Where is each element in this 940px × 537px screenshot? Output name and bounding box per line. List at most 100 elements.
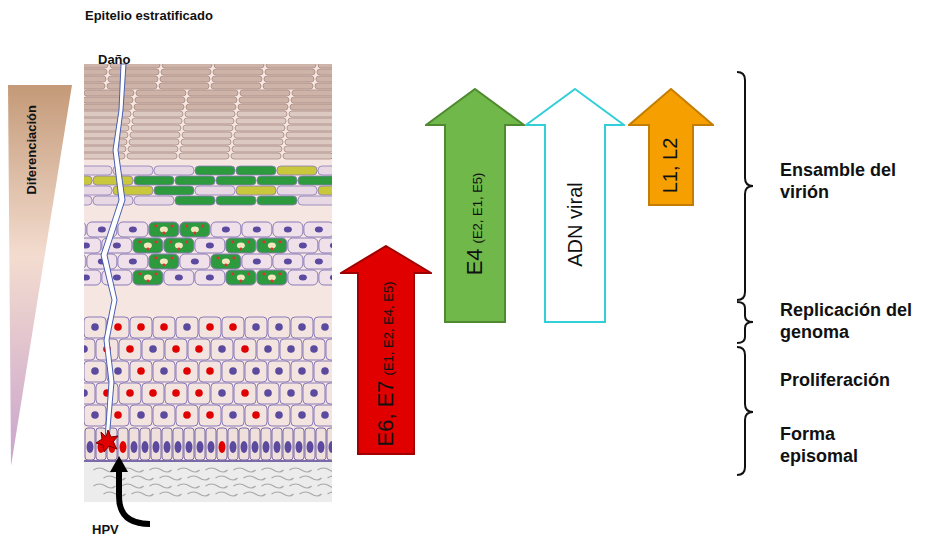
granular-cell [84,222,86,237]
nucleus [149,389,157,397]
spinous-cell [314,361,332,382]
spinous-cell [84,339,95,360]
keratin-cell [265,69,315,75]
dermis-fiber [300,492,322,496]
granular-cell [118,254,148,269]
nucleus [252,411,260,419]
nucleus [241,441,248,453]
spinous-cell [96,383,118,404]
dermis-fiber [300,476,322,480]
granular-cell [304,222,332,237]
basal-cell [305,428,315,460]
nucleus [264,345,272,353]
spinous-cell [176,405,198,426]
granular-cell [84,270,101,285]
keratin-cell [136,90,186,96]
nucleus [84,243,90,249]
spinous-cell [291,361,313,382]
spinous-cell [257,383,279,404]
infected-cell [164,238,194,253]
nucleus [310,345,318,353]
nucleus [206,323,214,331]
keratin-cell [237,111,287,117]
hpv-entry-arrow [119,470,150,524]
dermis-fiber [160,476,182,480]
nucleus [195,345,203,353]
nucleus [137,323,145,331]
arrow-outline [629,89,713,205]
keratin-cell [231,153,281,159]
keratin-cell [236,118,286,124]
process-arrow: L1, L2 [628,88,714,206]
basal-cell [250,428,260,460]
spinous-cell [222,361,244,382]
virion [185,241,188,244]
spinous-cell [314,317,332,338]
dermis-fiber [94,484,116,488]
keratin-cell [132,118,182,124]
basal-cell [162,428,172,460]
dermis-fiber [290,468,312,472]
nucleus [296,441,303,453]
keratin-cell [214,64,264,68]
keratin-cell [127,153,177,159]
spinous-cell [165,339,187,360]
nucleus [315,227,323,233]
dermis-fiber [178,484,200,488]
arrow-text: E6, E7(E1, E2, E4, E5) [373,282,399,447]
nucleus [87,441,94,453]
flattened-cell [236,166,276,175]
nucleus [126,389,134,397]
basal-cell [228,428,238,460]
nucleus [252,367,260,375]
nucleus [252,441,259,453]
nucleus [229,411,237,419]
dermis-fiber [188,476,210,480]
spinous-cell [84,361,106,382]
hpv-label: HPV [92,522,119,537]
nucleus [330,243,332,249]
keratin-cell [84,97,133,103]
stage-label: Replicación del genoma [780,300,935,343]
spinous-cell [280,339,302,360]
infection-site [96,430,118,452]
dermis-fiber [328,476,333,480]
bracket [737,347,753,475]
nucleus [137,411,145,419]
virion [231,273,234,276]
process-arrow: ADN viral [525,88,625,323]
stage-label: Ensamble del virión [780,160,910,203]
stage-label: Forma episomal [780,424,885,467]
keratin-cell [318,64,332,68]
flattened-cell [134,176,174,185]
spinous-cell [176,317,198,338]
flattened-cell [93,196,133,205]
keratin-cell [134,104,184,110]
dermis-fiber [318,484,333,488]
nucleus [91,367,99,375]
granular-cell [84,238,101,253]
flattened-cell [236,186,276,195]
virion [170,225,173,228]
spinous-cell [280,383,302,404]
epithelium [84,64,332,502]
nucleus [129,227,137,233]
nucleus [275,367,283,375]
nucleus [142,441,149,453]
infected-cell [133,270,163,285]
granular-cell [118,222,148,237]
keratin-cell [108,76,158,82]
nucleus [284,259,292,265]
basal-cell [217,428,227,460]
spinous-cell [153,405,175,426]
nucleus [218,389,226,397]
nucleus [298,323,306,331]
nucleus [114,411,122,419]
keratin-cell [84,90,134,96]
keratin-cell [288,118,332,124]
keratin-cell [185,111,235,117]
granular-cell [319,238,332,253]
spinous-cell [84,383,95,404]
granular-cell [211,222,241,237]
keratin-cell [84,125,129,131]
